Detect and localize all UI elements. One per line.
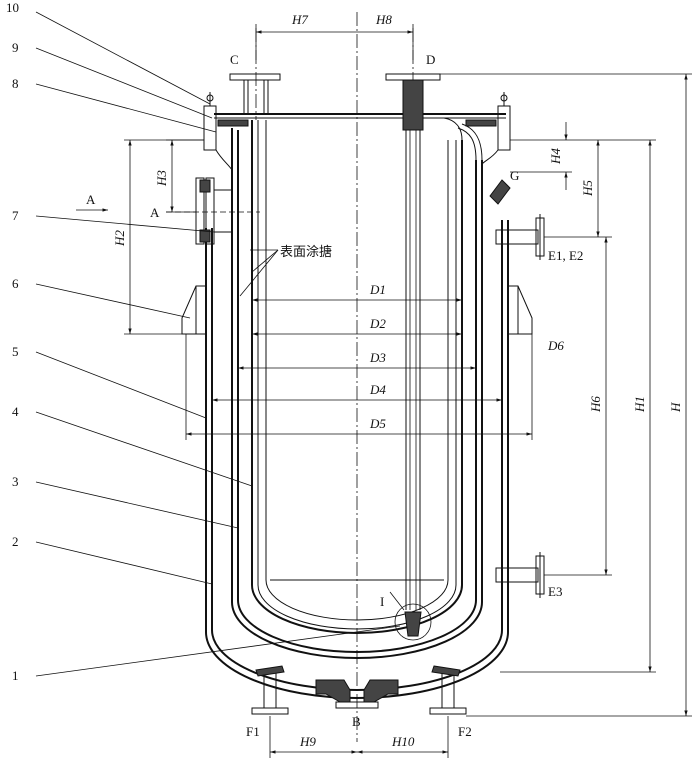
label-e3: E3 bbox=[548, 584, 562, 599]
callout-5: 5 bbox=[12, 344, 19, 359]
nozzle-e12 bbox=[495, 214, 545, 260]
outer-jacket bbox=[205, 220, 509, 699]
label-b: B bbox=[352, 714, 361, 729]
nozzle-e3 bbox=[495, 552, 545, 598]
dim-h9: H9 bbox=[299, 734, 316, 749]
dim-h: H bbox=[668, 402, 683, 413]
nozzle-c bbox=[229, 73, 281, 115]
leader-lines bbox=[35, 11, 405, 677]
dimension-lines bbox=[76, 24, 692, 758]
dim-h6: H6 bbox=[588, 396, 603, 413]
label-detail-i: I bbox=[380, 594, 384, 609]
nozzle-a bbox=[195, 177, 232, 245]
label-a-view: A bbox=[86, 192, 96, 207]
callout-8: 8 bbox=[12, 76, 19, 91]
dim-d6: D6 bbox=[547, 338, 564, 353]
callout-3: 3 bbox=[12, 474, 19, 489]
callout-6: 6 bbox=[12, 276, 19, 291]
support-lugs bbox=[181, 285, 533, 335]
dim-h7: H7 bbox=[291, 12, 308, 27]
dim-d3: D3 bbox=[369, 350, 386, 365]
dim-h3: H3 bbox=[154, 170, 169, 187]
dim-h4: H4 bbox=[548, 148, 563, 165]
label-a: A bbox=[150, 205, 160, 220]
label-f2: F2 bbox=[458, 724, 472, 739]
callout-2: 2 bbox=[12, 534, 19, 549]
inner-vessel bbox=[251, 117, 463, 634]
label-e12: E1, E2 bbox=[548, 248, 583, 263]
label-d: D bbox=[426, 52, 435, 67]
callout-4: 4 bbox=[12, 404, 19, 419]
label-c: C bbox=[230, 52, 239, 67]
label-f1: F1 bbox=[246, 724, 260, 739]
nozzle-g bbox=[489, 179, 511, 205]
dim-h2: H2 bbox=[112, 230, 127, 247]
dim-h5: H5 bbox=[580, 180, 595, 197]
nozzle-b bbox=[315, 679, 399, 709]
nozzle-labels: C D G A A E1, E2 E3 B F1 F2 I bbox=[86, 52, 583, 739]
callout-labels: 10 9 8 7 6 5 4 3 2 1 bbox=[6, 0, 19, 683]
nozzle-f2 bbox=[429, 665, 467, 715]
dimension-labels: H7 H8 H9 H10 D1 D2 D3 D4 D5 D6 H H1 H6 H… bbox=[112, 12, 683, 749]
dim-d1: D1 bbox=[369, 282, 386, 297]
dim-h10: H10 bbox=[391, 734, 415, 749]
callout-1: 1 bbox=[12, 668, 19, 683]
label-g: G bbox=[510, 168, 519, 183]
callout-7: 7 bbox=[12, 208, 19, 223]
dim-d4: D4 bbox=[369, 382, 386, 397]
nozzle-f1 bbox=[251, 665, 289, 715]
callout-9: 9 bbox=[12, 40, 19, 55]
callout-10: 10 bbox=[6, 0, 19, 15]
dim-d2: D2 bbox=[369, 316, 386, 331]
nozzle-d bbox=[385, 73, 441, 641]
detail-circle-i bbox=[394, 603, 432, 641]
dim-d5: D5 bbox=[369, 416, 386, 431]
dim-h8: H8 bbox=[375, 12, 392, 27]
dim-h1: H1 bbox=[632, 396, 647, 413]
surface-note: 表面涂搪 bbox=[280, 244, 332, 260]
vessel-shell bbox=[231, 123, 483, 659]
